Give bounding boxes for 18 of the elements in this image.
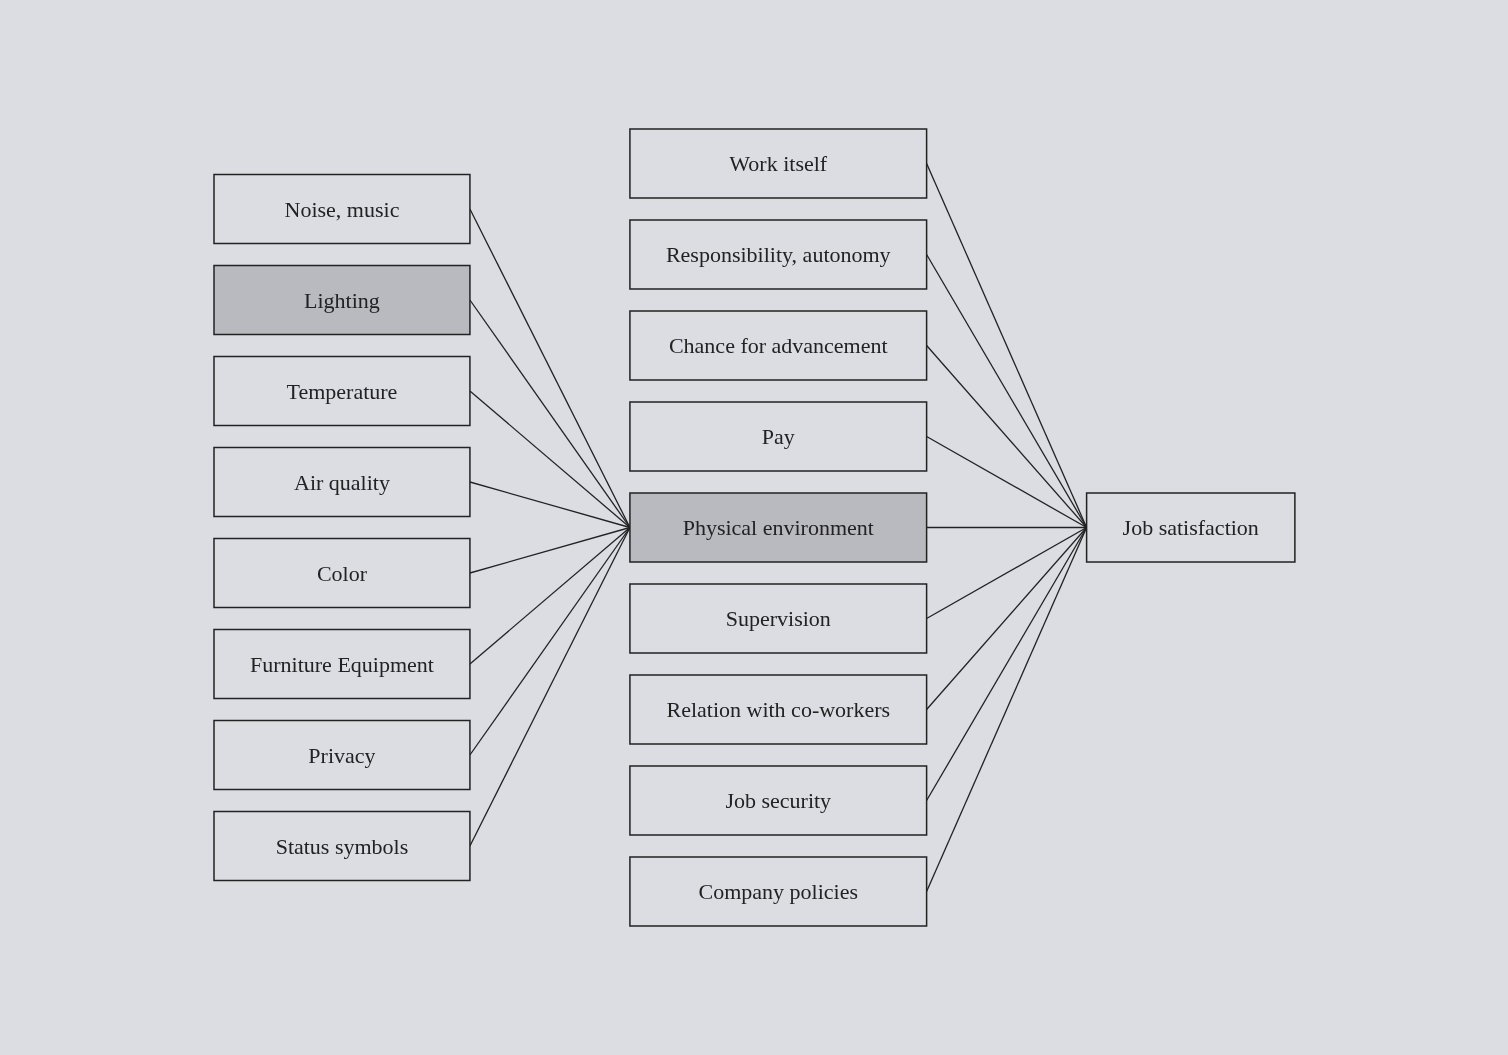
node-box: Temperature: [212, 355, 471, 427]
node-box: Furniture Equipment: [212, 628, 471, 700]
node-box: Air quality: [212, 446, 471, 518]
node-box: Work itself: [628, 128, 927, 199]
node-box: Relation with co-workers: [628, 674, 927, 745]
node-box: Color: [212, 537, 471, 609]
node-box: Noise, music: [212, 173, 471, 245]
node-box: Privacy: [212, 719, 471, 791]
node-box: Lighting: [212, 264, 471, 336]
node-box: Responsibility, autonomy: [628, 219, 927, 290]
node-box: Physical environment: [628, 492, 927, 563]
node-box: Job security: [628, 765, 927, 836]
node-box: Status symbols: [212, 810, 471, 882]
node-box: Pay: [628, 401, 927, 472]
node-box: Company policies: [628, 856, 927, 927]
node-box: Job satisfaction: [1085, 492, 1296, 563]
node-box: Supervision: [628, 583, 927, 654]
node-box: Chance for advancement: [628, 310, 927, 381]
